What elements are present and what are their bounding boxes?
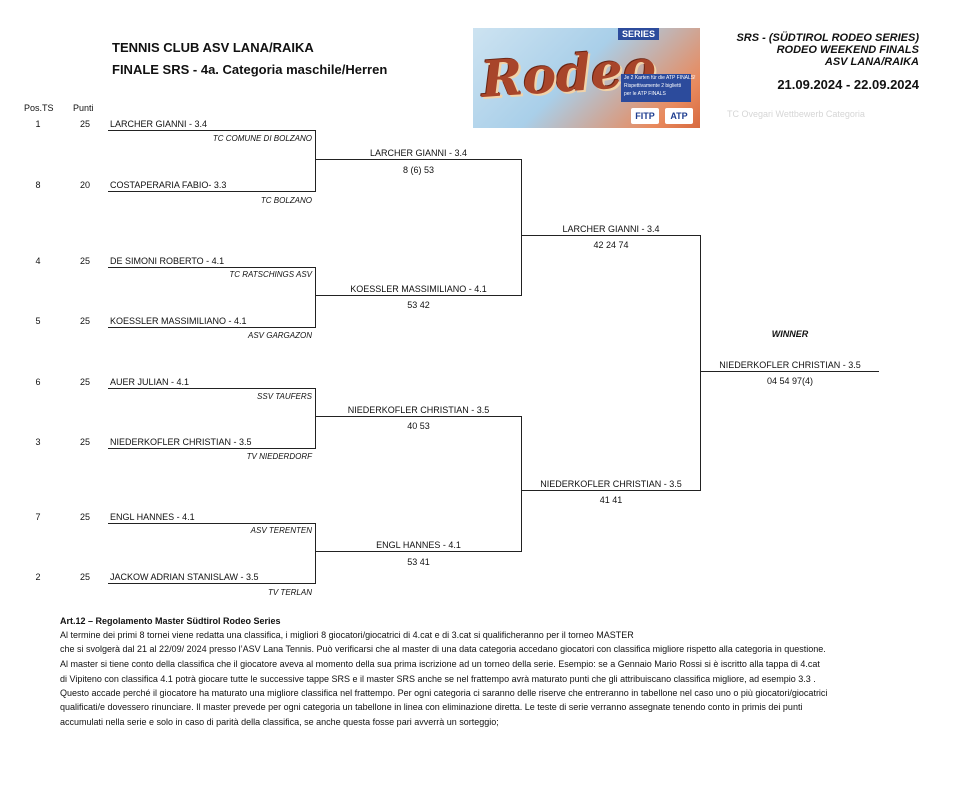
- player-name: JACKOW ADRIAN STANISLAW - 3.5: [110, 572, 259, 582]
- page-subtitle: FINALE SRS - 4a. Categoria maschile/Herr…: [112, 62, 388, 77]
- article-line: Al termine dei primi 8 tornei viene reda…: [60, 630, 634, 640]
- club-title: TENNIS CLUB ASV LANA/RAIKA: [112, 40, 314, 55]
- sf-score: 42 24 74: [593, 240, 629, 250]
- banner-info-line3: per le ATP FINALS: [624, 91, 666, 97]
- article-line: Questo accade perché il giocatore ha mat…: [60, 688, 828, 698]
- player-club: TV TERLAN: [267, 588, 312, 597]
- points-value: 25: [79, 572, 90, 582]
- rodeo-banner-image: SERIES Rodeo Je 2 Karten für die ATP FIN…: [473, 28, 700, 128]
- banner-info-box: Je 2 Karten für die ATP FINALS! Rispetti…: [621, 74, 696, 102]
- bracket-connector: [315, 130, 316, 191]
- player-name: KOESSLER MASSIMILIANO - 4.1: [110, 316, 247, 326]
- event-dates: 21.09.2024 - 22.09.2024: [777, 77, 919, 92]
- article-line: Al master si tiene conto della classific…: [60, 659, 820, 669]
- series-line1: SRS - (SÜDTIROL RODEO SERIES): [736, 32, 919, 44]
- qf-winner: NIEDERKOFLER CHRISTIAN - 3.5: [347, 405, 490, 415]
- bracket-line: [316, 159, 522, 160]
- bracket-line: [316, 551, 522, 552]
- qf-winner: ENGL HANNES - 4.1: [376, 540, 461, 550]
- bracket-connector: [521, 416, 522, 551]
- player-club: TC COMUNE DI BOLZANO: [212, 134, 312, 143]
- seed-number: 7: [35, 512, 41, 522]
- bracket-line: [108, 130, 316, 131]
- player-club: ASV GARGAZON: [247, 331, 312, 340]
- bracket-connector: [700, 235, 701, 490]
- bracket-connector: [315, 523, 316, 583]
- player-name: NIEDERKOFLER CHRISTIAN - 3.5: [110, 437, 252, 447]
- seed-number: 6: [35, 377, 41, 387]
- bracket-line: [316, 295, 522, 296]
- points-value: 25: [79, 377, 90, 387]
- bracket-connector: [315, 388, 316, 448]
- atp-logo: ATP: [665, 108, 693, 124]
- article-title: Art.12 – Regolamento Master Südtirol Rod…: [60, 616, 281, 626]
- final-winner: NIEDERKOFLER CHRISTIAN - 3.5: [719, 360, 861, 370]
- player-name: COSTAPERARIA FABIO- 3.3: [110, 180, 227, 190]
- player-name: AUER JULIAN - 4.1: [110, 377, 190, 387]
- points-column-header: Punti: [73, 103, 94, 113]
- pos-column-header: Pos.TS: [24, 103, 54, 113]
- faded-text: TC Ovegari Wettbewerb Categoria: [727, 109, 865, 119]
- winner-label: WINNER: [771, 329, 809, 339]
- article-line: accumulati nella serie e solo in caso di…: [60, 717, 499, 727]
- qf-winner: KOESSLER MASSIMILIANO - 4.1: [350, 284, 487, 294]
- series-line3: ASV LANA/RAIKA: [824, 56, 919, 68]
- seed-number: 3: [35, 437, 41, 447]
- points-value: 25: [79, 437, 90, 447]
- bracket-line: [108, 191, 316, 192]
- article-line: che si svolgerà dal 21 al 22/09/ 2024 pr…: [60, 644, 826, 654]
- seed-number: 4: [35, 256, 41, 266]
- bracket-line: [108, 583, 316, 584]
- sf-winner: LARCHER GIANNI - 3.4: [562, 224, 660, 234]
- qf-score: 53 42: [407, 300, 430, 310]
- bracket-line: [316, 416, 522, 417]
- article-line: di Vipiteno con classifica 4.1 potrà gio…: [60, 674, 816, 684]
- points-value: 20: [79, 180, 90, 190]
- bracket-line: [108, 388, 316, 389]
- points-value: 25: [79, 119, 90, 129]
- qf-winner: LARCHER GIANNI - 3.4: [369, 148, 468, 158]
- bracket-line: [701, 371, 879, 372]
- seed-number: 5: [35, 316, 41, 326]
- bracket-connector: [315, 267, 316, 327]
- qf-score: 53 41: [407, 557, 430, 567]
- series-line2: RODEO WEEKEND FINALS: [776, 44, 919, 56]
- seed-number: 2: [35, 572, 41, 582]
- bracket-line: [108, 327, 316, 328]
- player-name: ENGL HANNES - 4.1: [110, 512, 195, 522]
- player-name: DE SIMONI ROBERTO - 4.1: [110, 256, 225, 266]
- bracket-line: [108, 448, 316, 449]
- player-club: SSV TAUFERS: [257, 392, 312, 401]
- article-line: qualificati/e dovessero rinunciare. Il m…: [60, 702, 803, 712]
- banner-info-line2: Rispettivamente 2 biglietti: [624, 83, 681, 89]
- final-score: 04 54 97(4): [766, 376, 814, 386]
- fitp-logo: FITP: [631, 108, 659, 124]
- qf-score: 8 (6) 53: [402, 165, 435, 175]
- player-club: TC BOLZANO: [260, 196, 312, 205]
- seed-number: 1: [35, 119, 41, 129]
- bracket-line: [108, 267, 316, 268]
- points-value: 25: [79, 316, 90, 326]
- sf-score: 41 41: [599, 495, 623, 505]
- qf-score: 40 53: [407, 421, 430, 431]
- seed-number: 8: [35, 180, 41, 190]
- bracket-line: [522, 235, 701, 236]
- player-club: TV NIEDERDORF: [246, 452, 312, 461]
- banner-series-text: SERIES: [618, 28, 660, 40]
- sf-winner: NIEDERKOFLER CHRISTIAN - 3.5: [540, 479, 682, 489]
- points-value: 25: [79, 256, 90, 266]
- bracket-connector: [521, 159, 522, 295]
- player-name: LARCHER GIANNI - 3.4: [110, 119, 208, 129]
- player-club: ASV TERENTEN: [250, 526, 312, 535]
- points-value: 25: [79, 512, 90, 522]
- banner-info-line1: Je 2 Karten für die ATP FINALS!: [624, 75, 696, 81]
- bracket-line: [108, 523, 316, 524]
- bracket-line: [522, 490, 701, 491]
- player-club: TC RATSCHINGS ASV: [229, 270, 312, 279]
